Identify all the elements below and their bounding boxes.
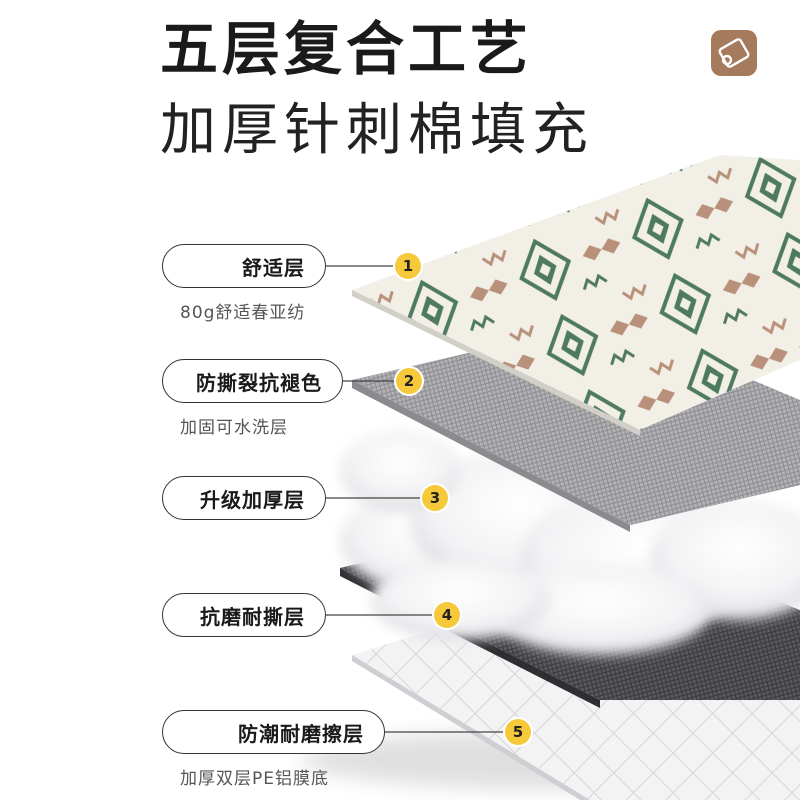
layer-3-label: 升级加厚层 <box>200 487 305 512</box>
layer-2-label-pill: 防撕裂抗褪色 <box>162 359 343 403</box>
layer-4-label: 抗磨耐撕层 <box>200 604 305 629</box>
layer-3-number-badge: 3 <box>422 485 448 511</box>
layer-5-description: 加厚双层PE铝膜底 <box>180 769 329 789</box>
layer-1-label: 舒适层 <box>242 255 305 280</box>
layer-2-description: 加固可水洗层 <box>180 418 288 438</box>
layer-5-label-pill: 防潮耐磨擦层 <box>162 710 385 754</box>
layer-5-label: 防潮耐磨擦层 <box>238 721 364 746</box>
layer-4-label-pill: 抗磨耐撕层 <box>162 593 326 637</box>
layer-3-label-pill: 升级加厚层 <box>162 476 326 520</box>
layer-2-label: 防撕裂抗褪色 <box>196 370 322 395</box>
layer-5-number-badge: 5 <box>505 719 531 745</box>
layer-2-number-badge: 2 <box>396 368 422 394</box>
page-title: 五层复合工艺 <box>160 15 533 83</box>
layer-1-sheet <box>352 155 800 430</box>
page-subtitle: 加厚针刺棉填充 <box>160 98 594 163</box>
layer-1-number-badge: 1 <box>395 253 421 279</box>
layer-4-number-badge: 4 <box>434 602 460 628</box>
layer-1-description: 80g舒适春亚纺 <box>180 303 306 323</box>
rolled-mat-icon <box>711 30 757 76</box>
layer-1-label-pill: 舒适层 <box>162 244 326 288</box>
